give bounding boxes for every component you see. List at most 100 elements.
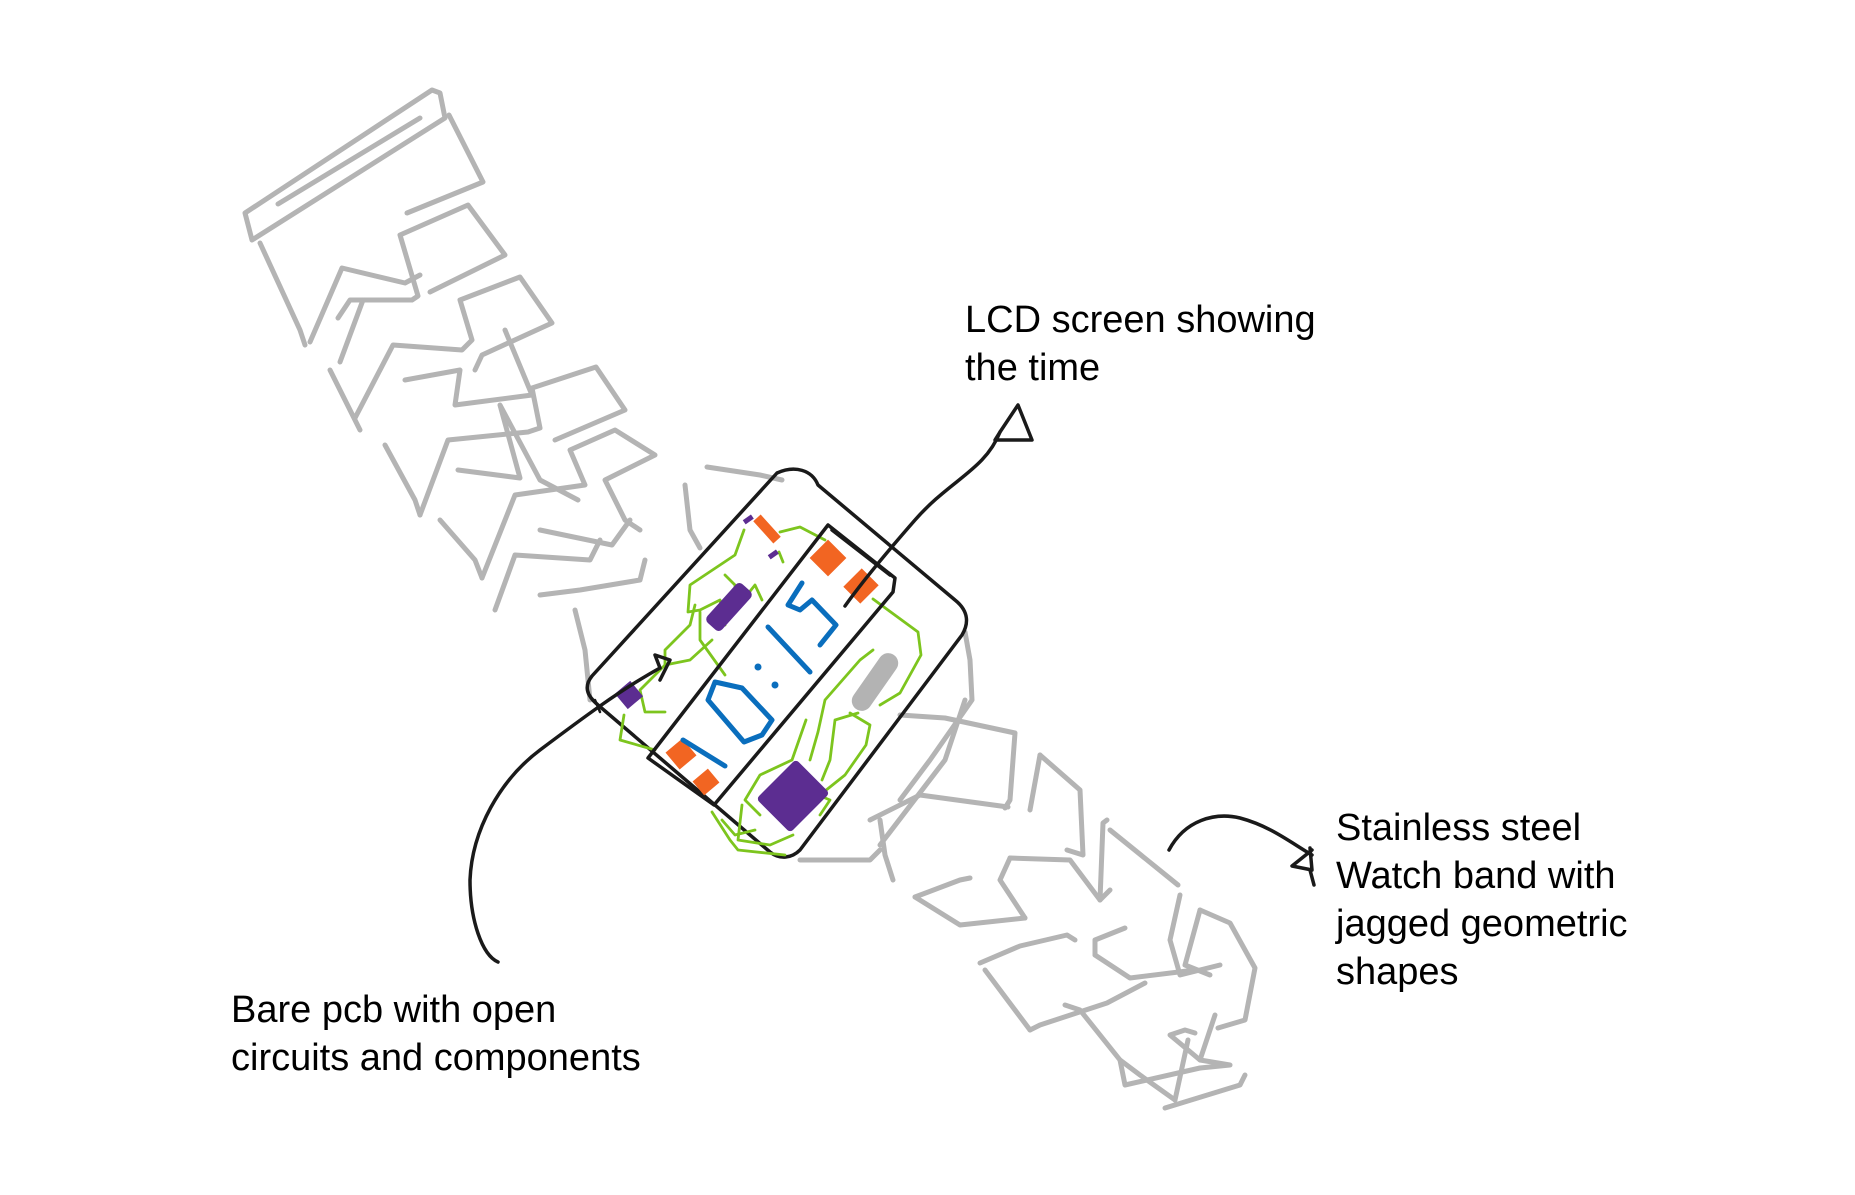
circuit-trace xyxy=(618,713,657,752)
band-link xyxy=(417,364,628,518)
circuit-trace xyxy=(698,610,727,677)
circuit-trace xyxy=(736,803,795,847)
circuit-trace xyxy=(820,711,860,782)
band-link xyxy=(307,265,423,345)
band-edge-left-4 xyxy=(437,517,485,581)
circuit-trace xyxy=(710,810,787,857)
smd-pad xyxy=(614,680,644,710)
band-link xyxy=(1037,752,1086,858)
band-link xyxy=(977,932,1078,966)
circuit-trace xyxy=(818,711,872,797)
resistor-lead xyxy=(742,514,754,525)
band-clasp-top xyxy=(242,87,448,243)
annotation-line: Watch band with xyxy=(1336,855,1616,897)
band-link xyxy=(912,875,973,900)
band-link xyxy=(537,517,633,548)
band-link xyxy=(335,202,508,321)
ic-chip xyxy=(706,583,752,631)
band-link xyxy=(1197,907,1258,1031)
annotation-watch-band: Stainless steel Watch band with jagged g… xyxy=(1336,804,1628,996)
case-outline xyxy=(585,467,969,859)
crystal-oscillator xyxy=(851,653,899,711)
smd-pad xyxy=(809,539,847,577)
band-link xyxy=(352,274,555,421)
band-link xyxy=(682,482,703,551)
band-link xyxy=(402,327,535,408)
circuit-trace xyxy=(777,550,785,564)
pcb-components xyxy=(614,514,899,832)
band-edge-left-3 xyxy=(382,442,423,518)
band-link xyxy=(877,817,896,883)
circuit-trace xyxy=(720,818,757,837)
band-link xyxy=(704,464,785,483)
annotation-lcd-screen: LCD screen showing the time xyxy=(965,296,1316,392)
band-link xyxy=(492,537,603,613)
band-link xyxy=(1092,925,1128,958)
band-link xyxy=(337,297,366,365)
band-link xyxy=(867,792,1011,823)
colon-dot xyxy=(754,663,762,671)
colon-dot xyxy=(771,681,779,689)
upper-watch-band xyxy=(242,87,785,703)
band-arrow-line xyxy=(1167,814,1314,857)
pcb-arrow-line xyxy=(468,666,662,964)
resistor-lead xyxy=(767,549,779,560)
band-link xyxy=(537,557,648,598)
annotation-line: shapes xyxy=(1336,951,1459,993)
microcontroller-chip xyxy=(757,760,829,832)
annotation-arrows xyxy=(468,403,1316,964)
band-link xyxy=(897,629,975,803)
band-link xyxy=(897,712,1018,811)
band-link xyxy=(455,402,581,503)
circuit-trace xyxy=(743,718,808,817)
band-link xyxy=(1197,1012,1233,1071)
band-link xyxy=(1107,827,1181,888)
lcd-arrow-line xyxy=(843,430,1002,608)
band-link xyxy=(479,427,658,581)
annotation-line: circuits and components xyxy=(231,1037,641,1079)
circuit-trace xyxy=(638,662,668,714)
pcb-traces xyxy=(618,525,923,857)
circuit-trace xyxy=(663,603,714,667)
circuit-trace xyxy=(871,597,923,707)
lcd-screen xyxy=(646,523,897,807)
band-link xyxy=(1092,952,1198,981)
band-link xyxy=(1027,752,1043,813)
lcd-frame-double xyxy=(830,528,892,577)
band-link xyxy=(1097,817,1110,903)
band-link xyxy=(1027,980,1148,1033)
band-link xyxy=(797,847,883,863)
digit-0 xyxy=(705,679,775,745)
annotation-line: Stainless steel xyxy=(1336,807,1582,849)
lower-watch-band xyxy=(797,629,1258,1111)
circuit-trace xyxy=(808,648,875,762)
band-link xyxy=(982,967,1033,1033)
band-edge-left-2 xyxy=(327,367,363,433)
circuit-trace xyxy=(778,525,827,542)
band-arrowhead-icon xyxy=(1290,846,1316,887)
digit-1 xyxy=(765,624,813,675)
band-clasp-side xyxy=(404,112,486,216)
band-edge-left xyxy=(257,240,308,348)
digit-1 xyxy=(680,737,728,769)
annotation-line: jagged geometric xyxy=(1336,903,1628,945)
band-link xyxy=(912,894,1028,928)
annotation-bare-pcb: Bare pcb with open circuits and componen… xyxy=(231,986,641,1082)
annotation-line: the time xyxy=(965,347,1101,389)
resistor xyxy=(753,514,781,544)
band-link xyxy=(1162,1072,1248,1111)
circuit-trace xyxy=(686,528,746,627)
band-link xyxy=(1007,855,1113,903)
lcd-arrowhead-icon xyxy=(993,403,1034,442)
annotation-line: LCD screen showing xyxy=(965,299,1316,341)
pcb-arrowhead-icon xyxy=(653,653,672,682)
smd-pad xyxy=(692,768,720,796)
annotation-line: Bare pcb with open xyxy=(231,989,557,1031)
band-link xyxy=(1117,1057,1178,1103)
lcd-digits xyxy=(680,580,839,769)
band-link xyxy=(877,697,968,848)
digit-5 xyxy=(785,580,839,648)
band-link xyxy=(997,855,1028,921)
band-link xyxy=(1182,907,1213,978)
